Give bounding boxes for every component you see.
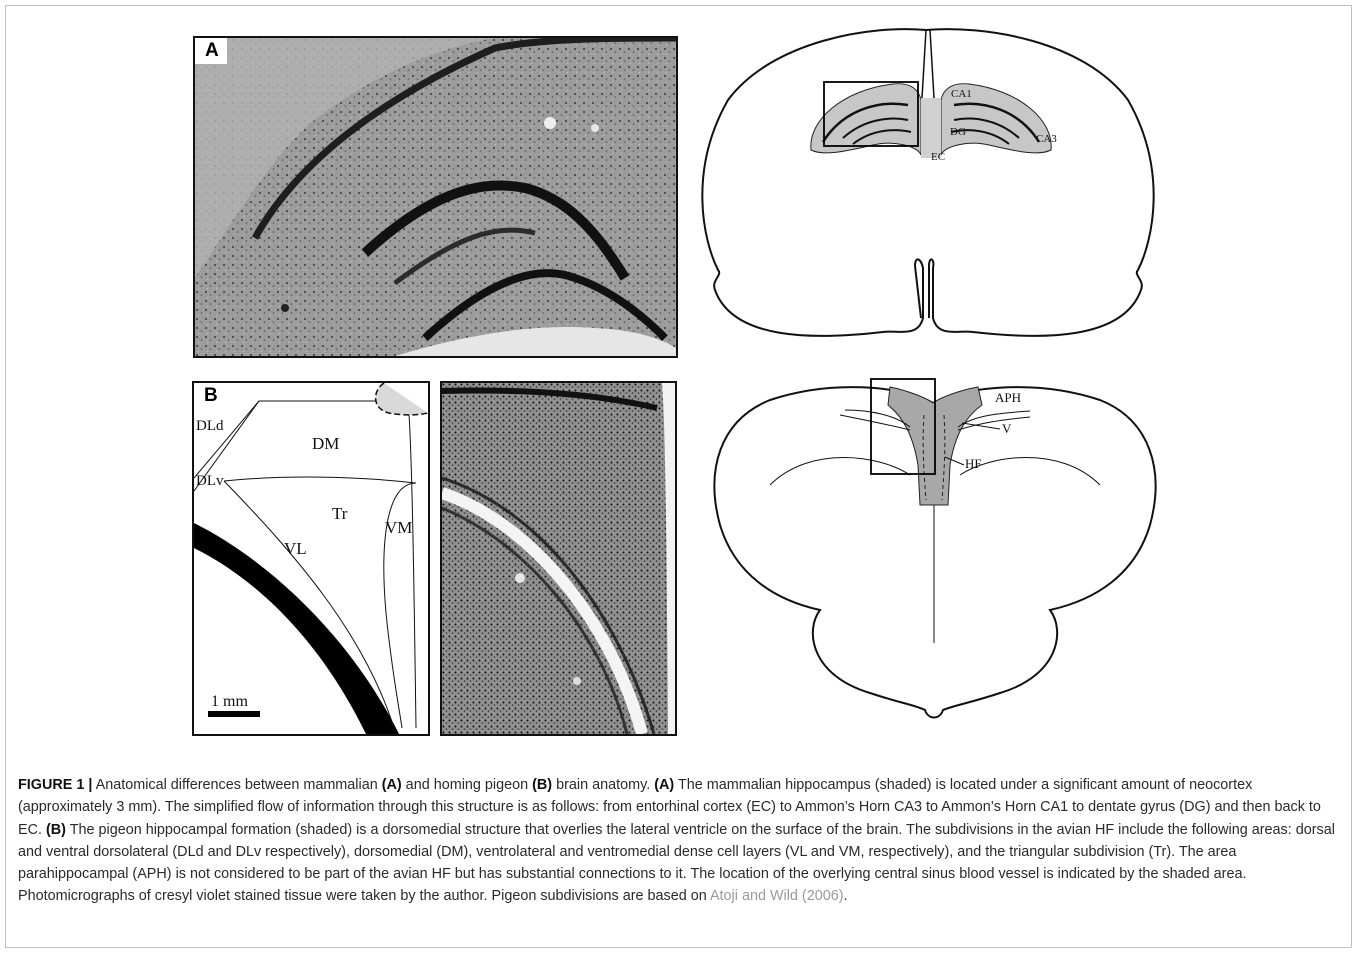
- label-tr: Tr: [332, 504, 348, 523]
- label-vl: VL: [284, 539, 307, 558]
- mammalian-brain-diagram: CA1 CA3 DG EC: [693, 20, 1173, 365]
- caption-ref-a-2: (A): [654, 777, 674, 793]
- caption-ref-b-2: (B): [46, 822, 66, 838]
- citation-link[interactable]: Atoji and Wild (2006): [710, 888, 844, 904]
- caption-end: .: [844, 888, 848, 904]
- caption-ref-b-1: (B): [532, 777, 552, 793]
- label-dld: DLd: [196, 418, 224, 434]
- caption-text-5: The pigeon hippocampal formation (shaded…: [18, 822, 1335, 905]
- pigeon-micrograph: [442, 383, 675, 734]
- panel-a-micrograph: A: [193, 36, 678, 358]
- label-dlv: DLv: [196, 473, 224, 489]
- figure-label: FIGURE 1 |: [18, 777, 92, 793]
- panel-b-micrograph: [440, 381, 677, 736]
- label-ca1: CA1: [951, 88, 972, 100]
- panel-b-letter: B: [194, 383, 226, 409]
- figure-caption: FIGURE 1 | Anatomical differences betwee…: [18, 774, 1340, 908]
- caption-text-2: and homing pigeon: [402, 777, 532, 793]
- label-vm: VM: [385, 518, 412, 537]
- caption-text-3: brain anatomy.: [552, 777, 654, 793]
- scale-bar-label: 1 mm: [211, 693, 248, 710]
- label-dg: DG: [950, 126, 966, 138]
- label-hf: HF: [965, 456, 982, 471]
- panel-a-letter: A: [195, 38, 227, 64]
- caption-text-1: Anatomical differences between mammalian: [92, 777, 381, 793]
- label-ca3: CA3: [1036, 133, 1057, 145]
- caption-ref-a-1: (A): [382, 777, 402, 793]
- label-dm: DM: [312, 434, 339, 453]
- label-v: V: [1002, 421, 1012, 436]
- pigeon-hf-subdivision-diagram: DLd DLv DM Tr VL VM 1 mm: [194, 383, 428, 734]
- pigeon-brain-diagram: APH V HF: [700, 375, 1170, 725]
- panel-b-schematic: DLd DLv DM Tr VL VM 1 mm B: [192, 381, 430, 736]
- label-ec: EC: [931, 151, 945, 163]
- hippocampus-micrograph: [195, 38, 676, 356]
- label-aph: APH: [995, 390, 1021, 405]
